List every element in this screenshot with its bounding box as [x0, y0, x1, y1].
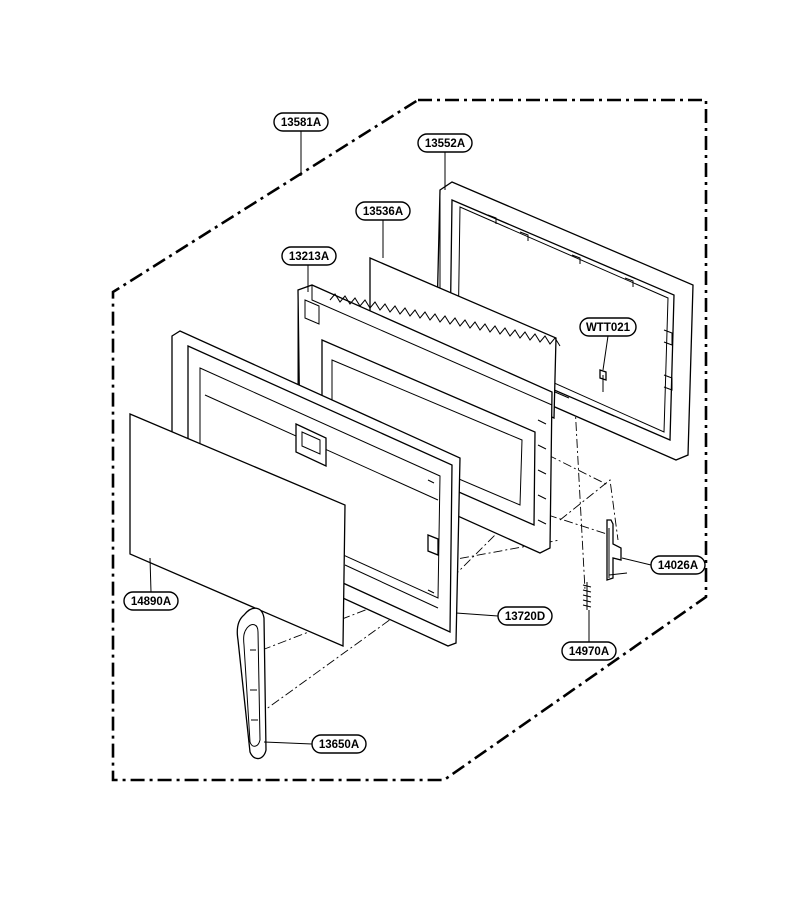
svg-text:13581A: 13581A: [281, 117, 321, 129]
label-13720D: 13720D: [497, 606, 553, 626]
door-front-panel-shape: [129, 413, 346, 647]
door-handle-shape: [236, 607, 267, 760]
screw-shape: [599, 369, 607, 392]
svg-text:14970A: 14970A: [569, 646, 609, 658]
assembly-boundary: [111, 98, 708, 782]
label-13552A: 13552A: [417, 133, 473, 153]
label-14970A: 14970A: [561, 641, 617, 661]
label-13650A: 13650A: [311, 734, 367, 754]
label-13536A: 13536A: [355, 201, 411, 221]
latch-lever-shape: [606, 519, 628, 581]
svg-text:13213A: 13213A: [289, 251, 329, 263]
label-13213A: 13213A: [281, 246, 337, 266]
label-13581A: 13581A: [273, 112, 329, 132]
svg-text:WTT021: WTT021: [586, 322, 631, 334]
svg-text:13536A: 13536A: [363, 206, 403, 218]
label-14026A: 14026A: [650, 555, 706, 575]
svg-text:13720D: 13720D: [505, 611, 545, 623]
leader-lines: [149, 131, 652, 745]
svg-text:13552A: 13552A: [425, 138, 465, 150]
svg-text:14026A: 14026A: [658, 560, 698, 572]
svg-text:14890A: 14890A: [131, 596, 171, 608]
svg-text:13650A: 13650A: [319, 739, 359, 751]
label-14890A: 14890A: [123, 591, 179, 611]
spring-shape: [582, 582, 592, 610]
door-frame-front-shape: [171, 330, 461, 647]
label-WTT021: WTT021: [579, 317, 637, 337]
